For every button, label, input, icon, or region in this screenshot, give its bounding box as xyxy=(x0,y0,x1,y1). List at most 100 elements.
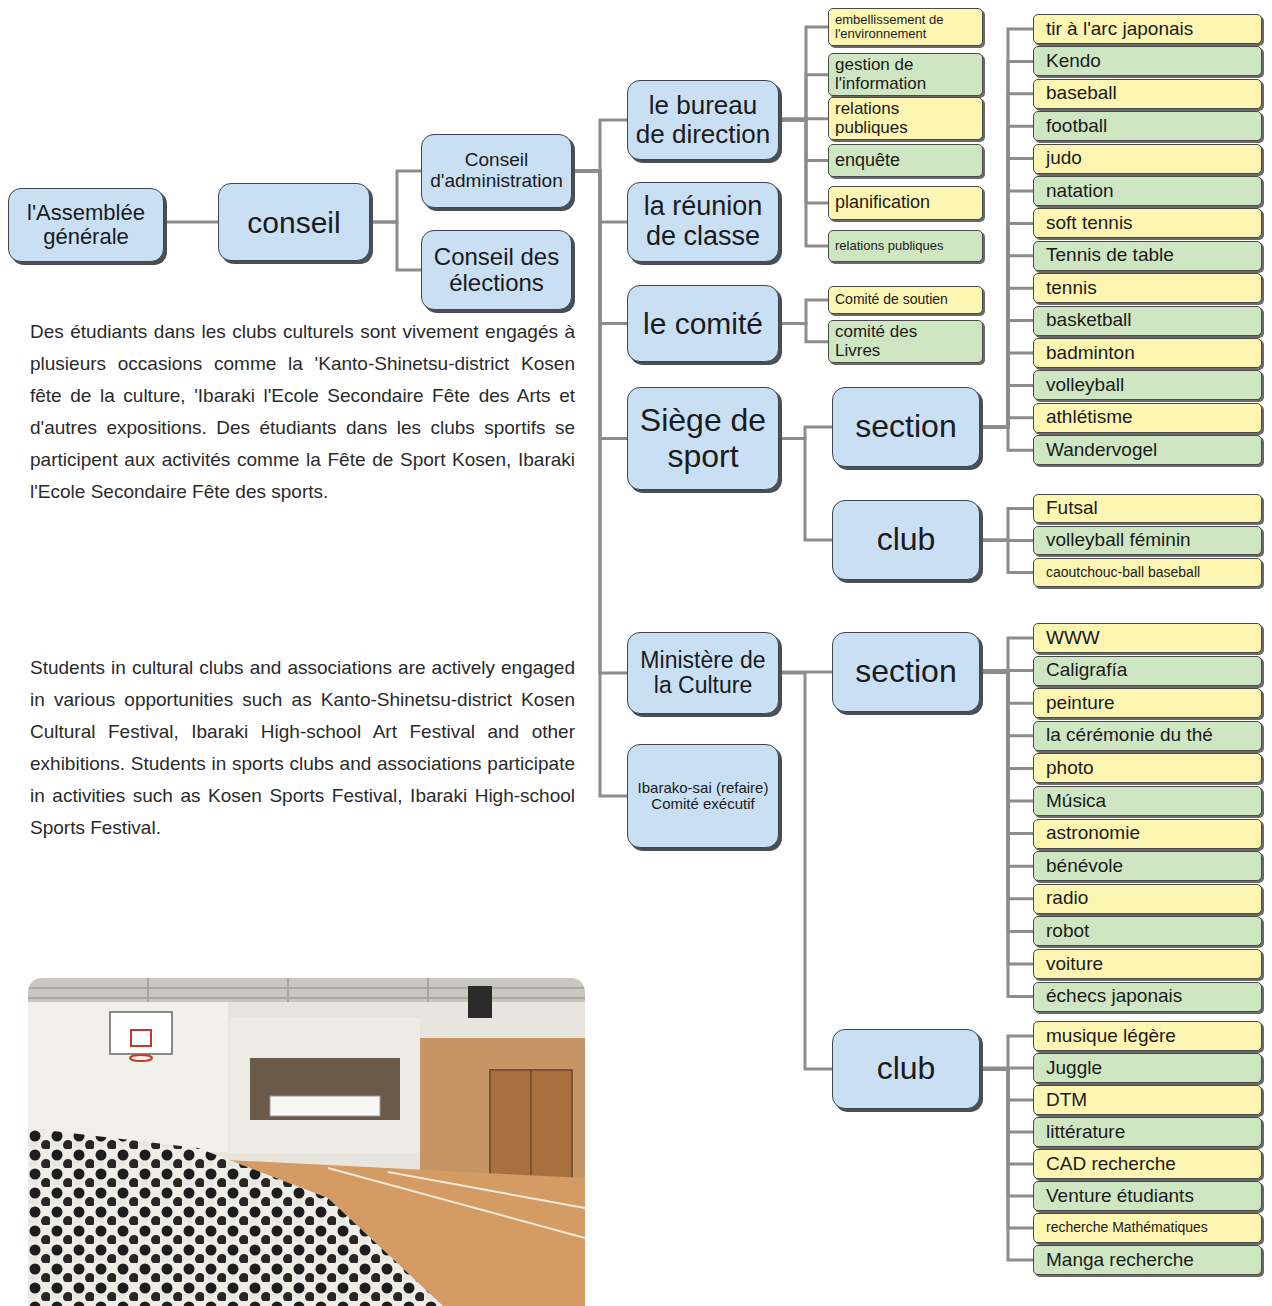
connector-line xyxy=(779,120,828,246)
member-box: relations publiques xyxy=(828,230,983,262)
member-box: tir à l'arc japonais xyxy=(1033,14,1262,44)
box-text: judo xyxy=(1046,148,1082,169)
box-text: la cérémonie du thé xyxy=(1046,725,1213,746)
connector-line xyxy=(980,1069,1033,1260)
box-text: planification xyxy=(835,193,930,213)
box-text: CAD recherche xyxy=(1046,1154,1176,1175)
member-box: Futsal xyxy=(1033,494,1262,523)
connector-line xyxy=(980,540,1033,573)
box-text: athlétisme xyxy=(1046,407,1133,428)
org-box: le comité xyxy=(627,285,779,362)
box-text: section xyxy=(855,409,956,444)
member-box: relations publiques xyxy=(828,97,983,140)
member-box: Wandervogel xyxy=(1033,435,1262,465)
member-box: Caligrafía xyxy=(1033,656,1262,686)
member-box: soft tennis xyxy=(1033,208,1262,238)
connector-line xyxy=(980,672,1033,997)
students-crowd xyxy=(28,1128,443,1306)
box-text: caoutchouc-ball baseball xyxy=(1046,565,1200,580)
connector-line xyxy=(980,159,1033,427)
box-text: musique légère xyxy=(1046,1026,1176,1047)
connector-line xyxy=(980,94,1033,427)
member-box: embellissement de l'environnement xyxy=(828,8,983,46)
org-box: le bureau de direction xyxy=(627,80,779,160)
box-text: Juggle xyxy=(1046,1058,1102,1079)
wood-wall xyxy=(420,1038,585,1188)
connector-line xyxy=(980,256,1033,427)
box-text: Conseil des élections xyxy=(427,244,566,297)
connector-line xyxy=(572,120,627,171)
box-text: tir à l'arc japonais xyxy=(1046,19,1193,40)
box-text: club xyxy=(877,522,936,557)
member-box: robot xyxy=(1033,916,1262,946)
box-text: Wandervogel xyxy=(1046,440,1157,461)
connector-line xyxy=(980,321,1033,427)
box-text: Ministère de la Culture xyxy=(633,648,773,699)
member-box: échecs japonais xyxy=(1033,982,1262,1012)
box-text: gestion de l'information xyxy=(835,56,976,93)
member-box: peinture xyxy=(1033,688,1262,718)
box-text: Música xyxy=(1046,791,1106,812)
member-box: musique légère xyxy=(1033,1021,1262,1051)
org-box: club xyxy=(832,500,980,580)
connector-line xyxy=(779,300,828,324)
basketball-rim xyxy=(130,1055,152,1061)
box-text: Comité de soutien xyxy=(835,292,948,307)
box-text: le bureau de direction xyxy=(633,91,773,148)
member-box: judo xyxy=(1033,144,1262,174)
box-text: section xyxy=(855,654,956,689)
box-text: enquête xyxy=(835,151,900,171)
connector-line xyxy=(980,126,1033,427)
org-box: Siège de sport xyxy=(627,387,779,490)
connector-line xyxy=(779,120,828,203)
gym-photo xyxy=(28,978,585,1306)
basketball-backboard xyxy=(110,1012,172,1054)
connector-line xyxy=(779,27,828,120)
students-heads xyxy=(28,1128,443,1306)
box-text: robot xyxy=(1046,921,1089,942)
box-text: WWW xyxy=(1046,628,1100,649)
box-text: Caligrafía xyxy=(1046,660,1127,681)
connector-line xyxy=(980,29,1033,427)
member-box: Venture étudiants xyxy=(1033,1181,1262,1211)
box-text: Ibarako-sai (refaire) Comité exécutif xyxy=(633,780,773,813)
org-box: Conseil des élections xyxy=(421,230,572,310)
connector-line xyxy=(779,120,828,161)
box-text: Siège de sport xyxy=(633,403,773,473)
stage-opening xyxy=(250,1058,400,1120)
connector-line xyxy=(370,171,421,222)
box-text: football xyxy=(1046,116,1107,137)
connector-line xyxy=(779,673,832,1069)
box-text: club xyxy=(877,1051,936,1086)
org-box: section xyxy=(832,387,980,467)
connector-line xyxy=(779,75,828,120)
member-box: athlétisme xyxy=(1033,403,1262,433)
description-paragraph: Des étudiants dans les clubs culturels s… xyxy=(30,316,575,508)
connector-line xyxy=(980,288,1033,427)
connector-line xyxy=(980,353,1033,427)
connector-line xyxy=(980,427,1033,450)
box-text: peinture xyxy=(1046,693,1115,714)
back-wall xyxy=(230,1018,420,1153)
connector-line xyxy=(980,385,1033,427)
box-text: DTM xyxy=(1046,1090,1087,1111)
org-box: Ministère de la Culture xyxy=(627,632,779,714)
member-box: WWW xyxy=(1033,623,1262,653)
connector-line xyxy=(572,171,627,796)
org-box: conseil xyxy=(218,183,370,261)
member-box: comité des Livres xyxy=(828,320,983,363)
ceiling-beams xyxy=(28,978,585,1002)
member-box: Manga recherche xyxy=(1033,1245,1262,1275)
org-box: section xyxy=(832,632,980,712)
org-box: Conseil d'administration xyxy=(421,134,572,208)
box-text: soft tennis xyxy=(1046,213,1133,234)
member-box: Comité de soutien xyxy=(828,286,983,314)
photo-content xyxy=(28,978,585,1306)
box-text: recherche Mathématiques xyxy=(1046,1220,1208,1235)
member-box: caoutchouc-ball baseball xyxy=(1033,558,1262,587)
box-text: volleyball féminin xyxy=(1046,530,1191,551)
box-text: conseil xyxy=(247,206,340,239)
box-text: Futsal xyxy=(1046,498,1098,519)
box-text: comité des Livres xyxy=(835,323,935,360)
